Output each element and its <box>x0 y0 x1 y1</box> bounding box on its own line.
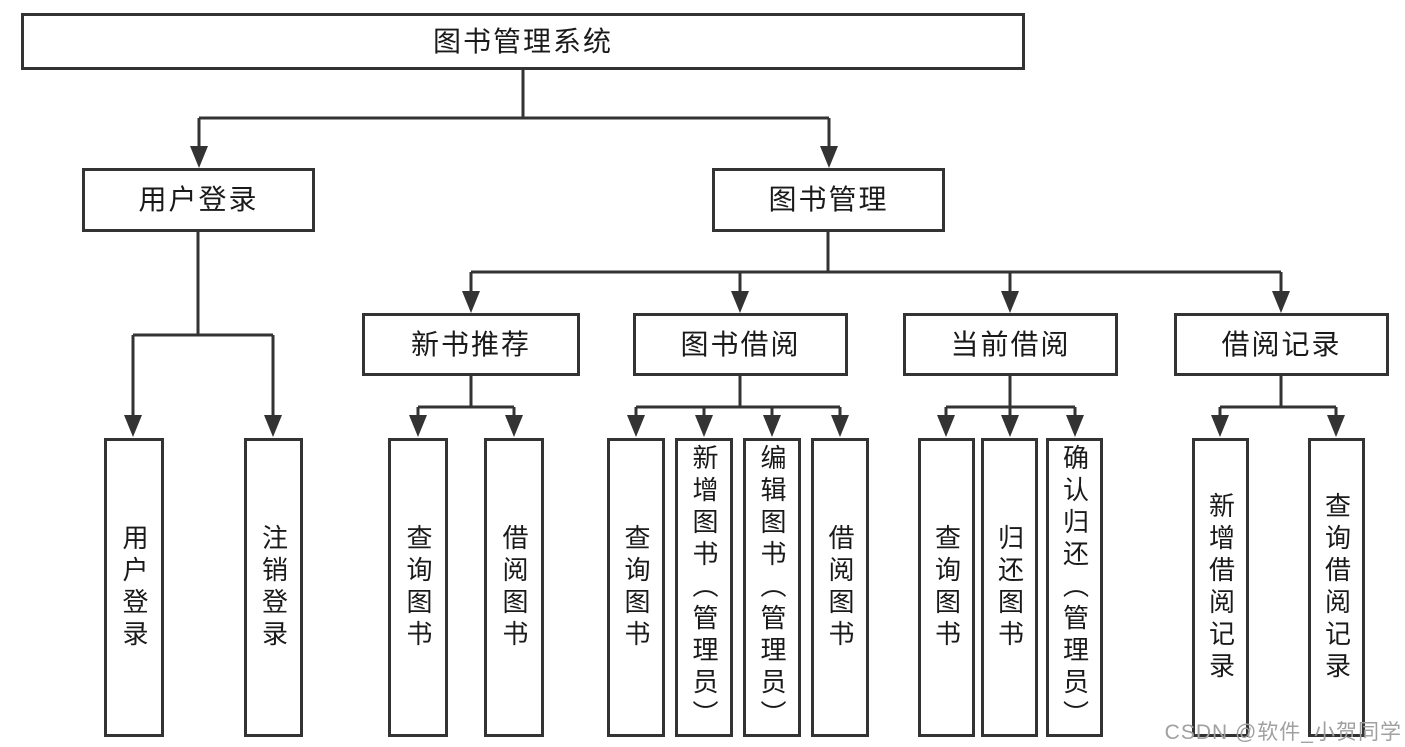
leaf-newbooks-query-label: 查询图书 <box>403 523 433 652</box>
node-new-books-label: 新书推荐 <box>410 328 531 360</box>
leaf-confirm-return: 确认归还（管理员） <box>1046 438 1103 737</box>
node-book-mgmt: 图书管理 <box>712 168 945 232</box>
node-user-login-label: 用户登录 <box>138 184 259 215</box>
leaf-query-borrow-record: 查询借阅记录 <box>1308 438 1365 737</box>
node-book-mgmt-label: 图书管理 <box>768 184 889 215</box>
leaf-borrow-edit-book-label: 编辑图书（管理员） <box>757 443 787 732</box>
edges-book-mgmt <box>462 232 1290 313</box>
node-book-borrow-label: 图书借阅 <box>680 328 801 360</box>
leaf-logout: 注销登录 <box>244 438 303 737</box>
watermark: CSDN @软件_小贺同学 <box>1164 721 1402 744</box>
edges-current-borrow <box>937 376 1084 437</box>
leaf-query-borrow-record-label: 查询借阅记录 <box>1321 491 1352 684</box>
leaf-borrow-edit-book: 编辑图书（管理员） <box>743 438 801 737</box>
node-current-borrow: 当前借阅 <box>903 313 1118 376</box>
leaf-current-query-label: 查询图书 <box>931 523 962 652</box>
node-user-login: 用户登录 <box>82 168 315 232</box>
node-current-borrow-label: 当前借阅 <box>950 328 1071 360</box>
edges-borrow-records <box>1211 376 1345 437</box>
node-new-books: 新书推荐 <box>362 313 580 376</box>
leaf-newbooks-query: 查询图书 <box>388 438 448 737</box>
leaf-borrow-query: 查询图书 <box>607 438 665 737</box>
leaf-return-book: 归还图书 <box>981 438 1038 737</box>
node-borrow-records-label: 借阅记录 <box>1221 328 1342 360</box>
edges-book-borrow <box>627 376 849 437</box>
edges-user-login <box>124 232 282 437</box>
leaf-return-book-label: 归还图书 <box>994 523 1025 652</box>
node-book-borrow: 图书借阅 <box>633 313 848 376</box>
leaf-newbooks-borrow-label: 借阅图书 <box>499 523 529 652</box>
leaf-borrow-add-book-label: 新增图书（管理员） <box>689 443 719 732</box>
leaf-newbooks-borrow: 借阅图书 <box>484 438 544 737</box>
leaf-logout-label: 注销登录 <box>258 523 289 652</box>
leaf-add-borrow-record: 新增借阅记录 <box>1192 438 1249 737</box>
leaf-current-query: 查询图书 <box>918 438 975 737</box>
node-root-label: 图书管理系统 <box>432 25 613 57</box>
leaf-borrow-add-book: 新增图书（管理员） <box>675 438 733 737</box>
leaf-borrow-book: 借阅图书 <box>811 438 869 737</box>
node-borrow-records: 借阅记录 <box>1174 313 1389 376</box>
leaf-borrow-query-label: 查询图书 <box>621 523 651 652</box>
leaf-borrow-book-label: 借阅图书 <box>825 523 855 652</box>
leaf-user-login-label: 用户登录 <box>119 523 149 652</box>
leaf-add-borrow-record-label: 新增借阅记录 <box>1205 491 1236 684</box>
edges-root <box>190 70 838 168</box>
edges-new-books <box>409 376 523 437</box>
node-root: 图书管理系统 <box>21 13 1025 70</box>
leaf-user-login: 用户登录 <box>104 438 164 737</box>
leaf-confirm-return-label: 确认归还（管理员） <box>1059 443 1090 732</box>
